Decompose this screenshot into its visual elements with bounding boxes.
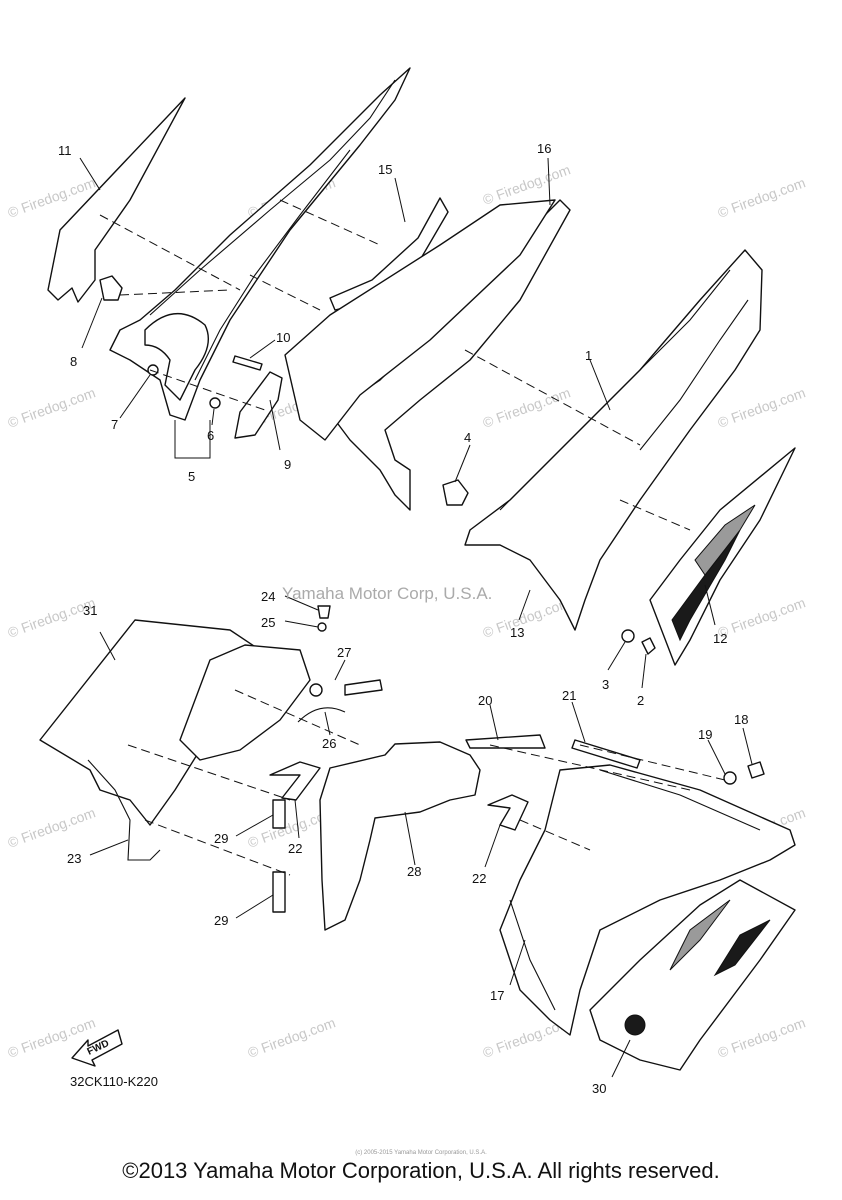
yamaha-emblem	[624, 1014, 646, 1036]
callout-19[interactable]: 19	[698, 727, 712, 742]
part-30-stripe	[713, 919, 771, 977]
part-3-washer[interactable]	[621, 629, 635, 643]
callout-20[interactable]: 20	[478, 693, 492, 708]
frame-cover-edge	[194, 149, 351, 381]
lower-cover-shroud	[179, 644, 311, 761]
callout-16[interactable]: 16	[537, 141, 551, 156]
side-cover-contour	[499, 269, 731, 511]
part-28-panel[interactable]	[319, 741, 481, 931]
leader-lines	[79, 157, 753, 1078]
watermark: © Firedog.com	[6, 384, 98, 431]
callout-2[interactable]: 2	[637, 693, 644, 708]
frame-cover-edge	[149, 79, 396, 316]
callout-7[interactable]: 7	[111, 417, 118, 432]
watermark: © Firedog.com	[481, 594, 573, 641]
callout-25[interactable]: 25	[261, 615, 275, 630]
callout-9[interactable]: 9	[284, 457, 291, 472]
callout-31[interactable]: 31	[83, 603, 97, 618]
part-10-screw[interactable]	[232, 355, 263, 371]
callout-23[interactable]: 23	[67, 851, 81, 866]
part-7-bolt[interactable]	[147, 364, 159, 376]
callout-4[interactable]: 4	[464, 430, 471, 445]
watermark: © Firedog.com	[481, 384, 573, 431]
part-2-bolt[interactable]	[641, 637, 656, 655]
part-24-screw[interactable]	[317, 605, 331, 619]
callout-28[interactable]: 28	[407, 864, 421, 879]
watermark: © Firedog.com	[6, 804, 98, 851]
part-17-right-cover[interactable]	[499, 764, 796, 1036]
part-15-trim[interactable]	[329, 197, 449, 311]
callout-5[interactable]: 5	[188, 469, 195, 484]
callout-6[interactable]: 6	[207, 428, 214, 443]
diagram-reference-code: 32CK110-K220	[70, 1074, 158, 1089]
part-27-strip[interactable]	[344, 679, 383, 696]
part-22-trim[interactable]	[269, 761, 321, 801]
corp-watermark: Yamaha Motor Corp, U.S.A.	[282, 584, 493, 603]
right-cover-contour	[599, 769, 761, 831]
watermark: © Firedog.com	[716, 384, 808, 431]
grommet	[309, 683, 323, 697]
callout-15[interactable]: 15	[378, 162, 392, 177]
callout-24[interactable]: 24	[261, 589, 275, 604]
callout-11[interactable]: 12	[713, 631, 727, 646]
callout-18[interactable]: 18	[734, 712, 748, 727]
part-8-clip[interactable]	[99, 275, 123, 301]
callout-29[interactable]: 29	[214, 913, 228, 928]
callout-21[interactable]: 21	[562, 688, 576, 703]
callout-22[interactable]: 22	[472, 871, 486, 886]
part-29-tape[interactable]	[272, 799, 286, 829]
callout-1[interactable]: 1	[585, 348, 592, 363]
part-26-strip[interactable]	[297, 707, 346, 723]
callout-13[interactable]: 13	[510, 625, 524, 640]
callout-17[interactable]: 17	[490, 988, 504, 1003]
part-22-trim[interactable]	[487, 794, 529, 831]
callout-12[interactable]: 11	[58, 143, 72, 158]
part-6-collar[interactable]	[209, 397, 221, 409]
part-23-lower-edge[interactable]	[87, 759, 161, 861]
assembly-lines	[99, 199, 726, 876]
callouts: 11 8 7 6 5 9 10 15 16 1 4 12 13 3 2 31 2…	[58, 141, 748, 1096]
callout-8[interactable]: 8	[70, 354, 77, 369]
part-29-tape[interactable]	[272, 871, 286, 913]
callout-27[interactable]: 27	[337, 645, 351, 660]
watermark: © Firedog.com	[716, 594, 808, 641]
callout-22[interactable]: 22	[288, 841, 302, 856]
side-plate	[284, 199, 556, 441]
callout-26[interactable]: 26	[322, 736, 336, 751]
part-4-clip[interactable]	[442, 479, 469, 506]
part-20-strip[interactable]	[465, 734, 546, 749]
part-25-nut[interactable]	[317, 622, 327, 632]
frame-cover-bracket	[144, 312, 209, 401]
side-cover-contour	[639, 299, 749, 451]
watermark: © Firedog.com	[716, 1014, 808, 1061]
part-18-bolt[interactable]	[747, 761, 765, 779]
watermark: © Firedog.com	[716, 174, 808, 221]
fine-print: (c) 2005-2015 Yamaha Motor Corporation, …	[355, 1150, 487, 1156]
callout-3[interactable]: 3	[602, 677, 609, 692]
callout-10[interactable]: 10	[276, 330, 290, 345]
part-30-stripe	[669, 899, 731, 971]
watermark: © Firedog.com	[246, 1014, 338, 1061]
part-21-strip[interactable]	[571, 739, 641, 769]
part-9-bracket[interactable]	[234, 371, 283, 439]
part-11-stripe	[694, 504, 756, 576]
callout-29[interactable]: 29	[214, 831, 228, 846]
callout-30[interactable]: 30	[592, 1081, 606, 1096]
part-12-panel[interactable]	[47, 97, 186, 303]
right-cover-edge	[509, 899, 556, 1011]
part-19-washer[interactable]	[723, 771, 737, 785]
copyright-notice: ©2013 Yamaha Motor Corporation, U.S.A. A…	[122, 1158, 720, 1183]
